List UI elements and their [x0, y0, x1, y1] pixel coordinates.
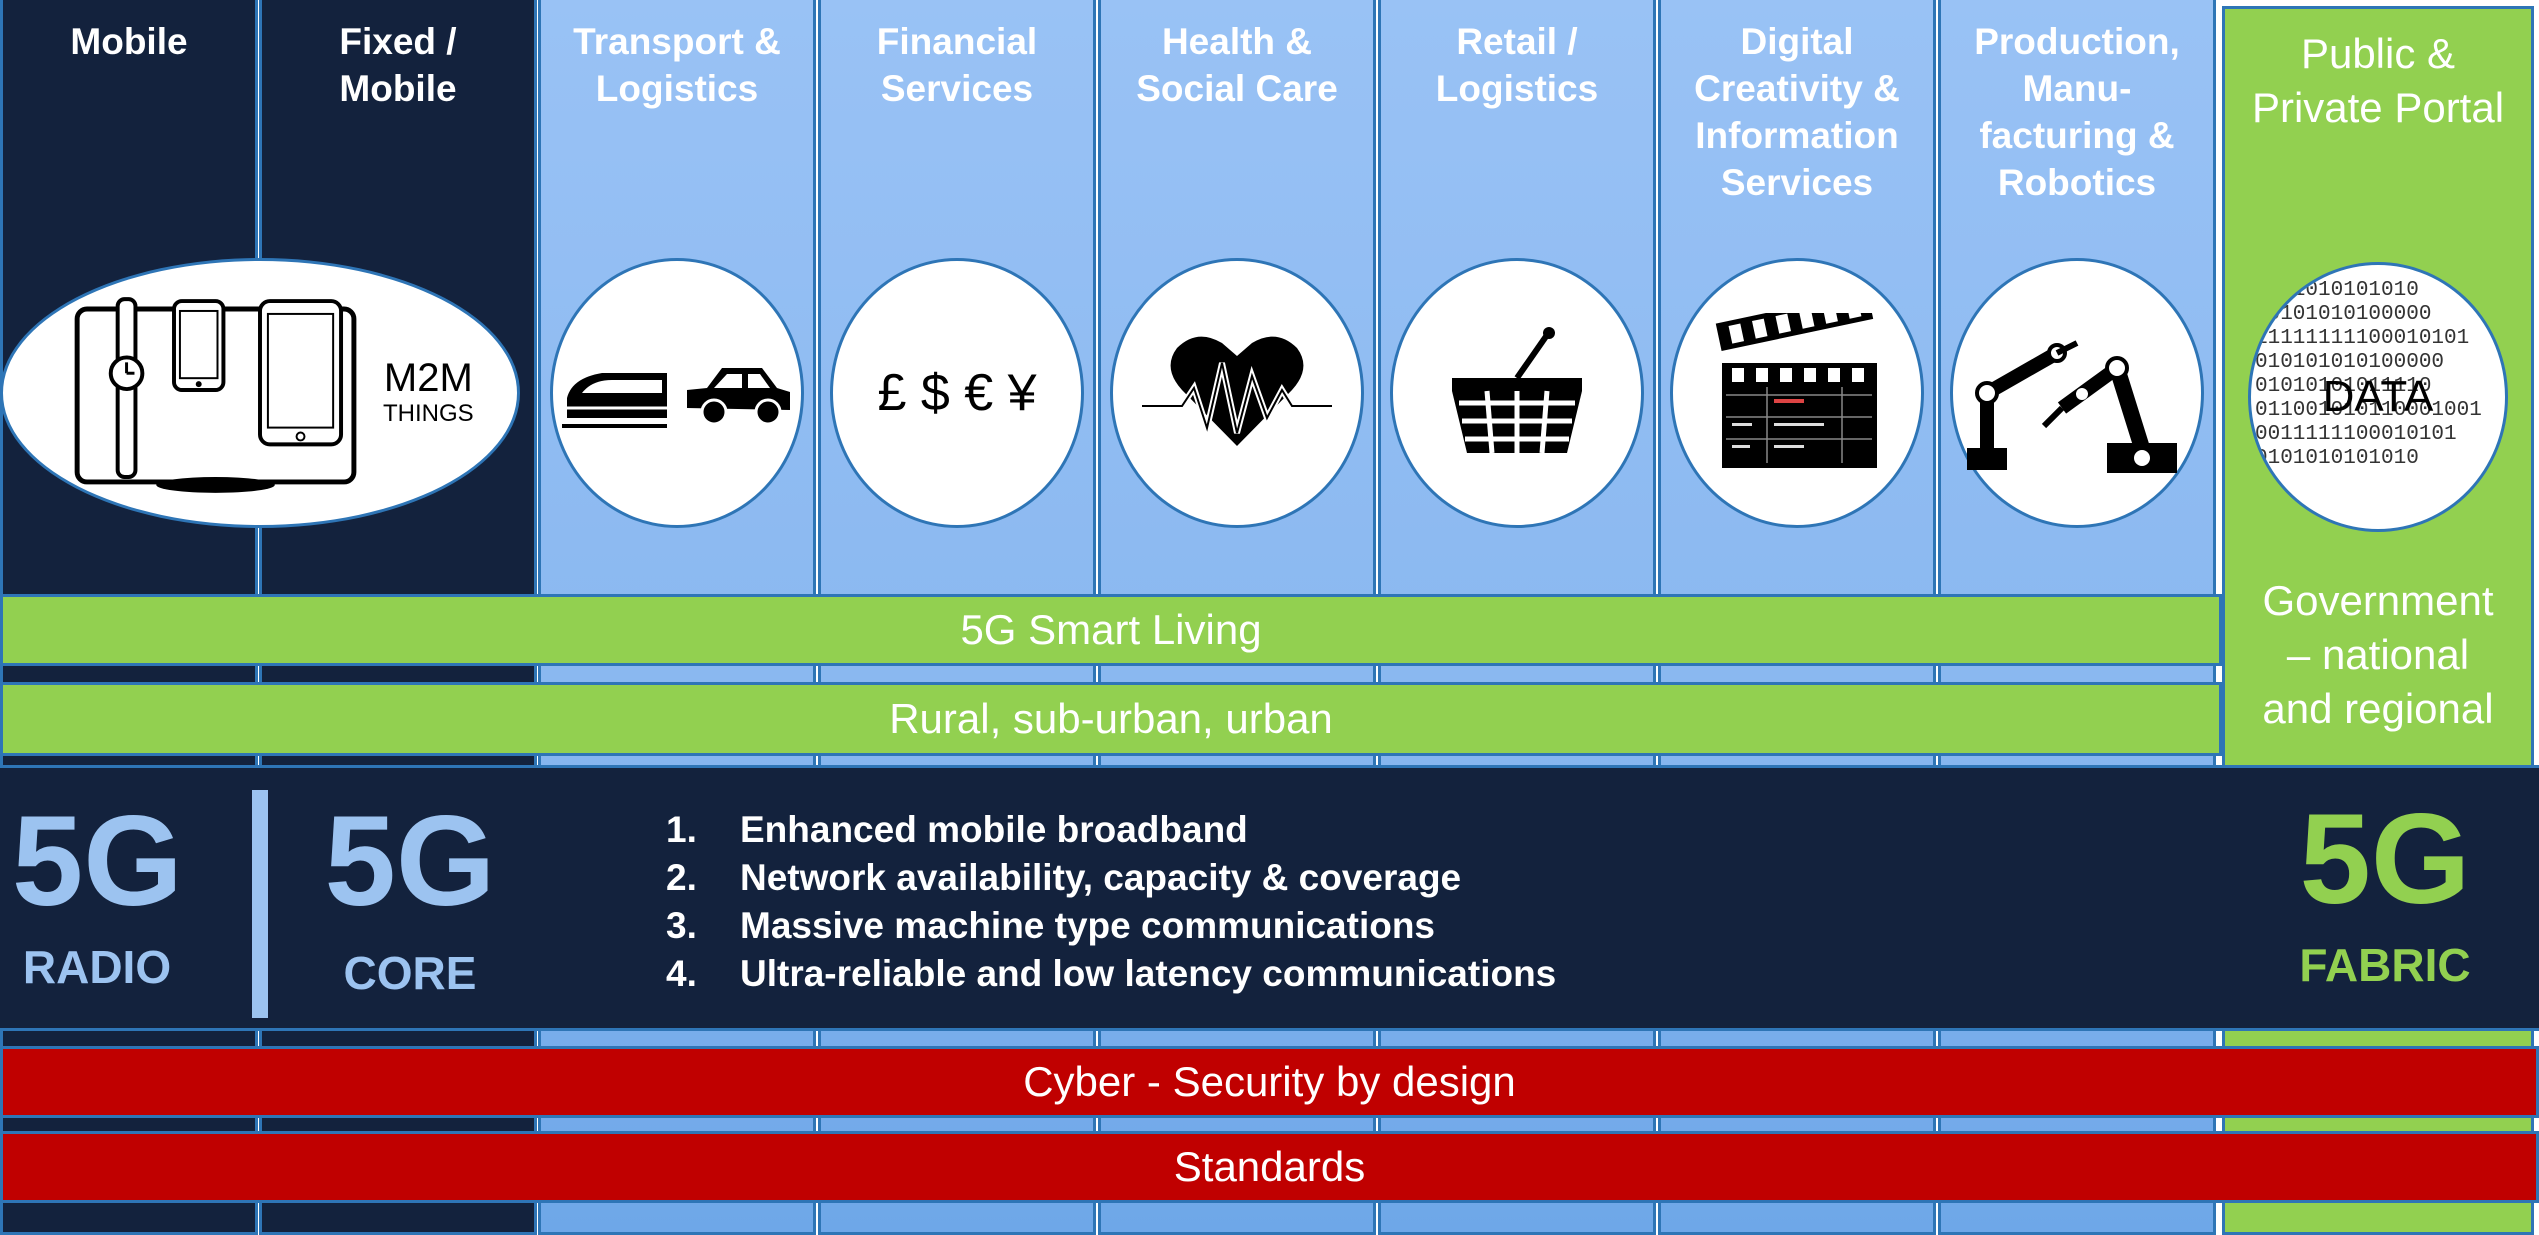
- column-title: Fixed / Mobile: [339, 21, 457, 109]
- rural-label: Rural, sub-urban, urban: [889, 695, 1333, 742]
- data-binary-background: 0101010101010 10101010100000 11111111100…: [2255, 279, 2482, 470]
- column-title: Public & Private Portal: [2251, 30, 2505, 131]
- government-label: Government – national and regional: [2262, 577, 2494, 732]
- 5g-fabric-big: 5G: [2299, 788, 2471, 931]
- 5g-radio-sub: RADIO: [22, 941, 172, 993]
- column-title: Mobile: [70, 21, 188, 62]
- column-title: Digital Creativity & Information Service…: [1694, 21, 1900, 203]
- cyber-security-bar: Cyber - Security by design: [0, 1046, 2539, 1118]
- robot-arms-icon: [1967, 340, 2177, 473]
- train-car-icon: [562, 368, 790, 428]
- clapperboard-icon: [1715, 313, 1877, 468]
- 5g-fabric-sub: FABRIC: [2299, 939, 2471, 991]
- 5g-core-sub: CORE: [343, 947, 477, 999]
- 5g-radio-big: 5G: [12, 790, 183, 933]
- shopping-basket-icon: [1452, 327, 1582, 454]
- 5g-band: 5G RADIO 5G CORE 1.Enhanced mobile broad…: [0, 765, 2539, 1031]
- list-item: 3.Massive machine type communications: [666, 905, 1436, 946]
- list-item: 1.Enhanced mobile broadband: [666, 809, 1248, 850]
- smart-living-bar: 5G Smart Living: [0, 594, 2222, 666]
- transport-circle: [550, 258, 804, 528]
- heart-pulse-icon: [1142, 336, 1332, 446]
- 5g-fabric: 5G FABRIC: [2290, 796, 2480, 992]
- list-item: 2.Network availability, capacity & cover…: [666, 857, 1462, 898]
- column-title: Production, Manu- facturing & Robotics: [1974, 21, 2180, 203]
- capability-list: 1.Enhanced mobile broadband 2.Network av…: [666, 806, 1556, 998]
- smart-living-label: 5G Smart Living: [960, 606, 1262, 653]
- things-label: THINGS: [383, 400, 474, 427]
- devices-icon: [74, 297, 357, 493]
- column-title: Health & Social Care: [1136, 21, 1338, 109]
- 5g-core: 5G CORE: [320, 798, 500, 1000]
- list-item: 4.Ultra-reliable and low latency communi…: [666, 953, 1557, 994]
- currency-icon: £ $ € ¥: [877, 364, 1037, 422]
- m2m-label: M2M: [383, 356, 473, 400]
- column-title: Transport & Logistics: [573, 21, 781, 109]
- 5g-core-big: 5G: [324, 790, 496, 933]
- production-circle: [1950, 258, 2204, 528]
- retail-circle: [1390, 258, 1644, 528]
- rural-bar: Rural, sub-urban, urban: [0, 682, 2222, 756]
- standards-label: Standards: [1173, 1143, 1366, 1190]
- cyber-security-label: Cyber - Security by design: [1023, 1058, 1516, 1105]
- column-title: Retail / Logistics: [1435, 21, 1599, 109]
- data-circle: 0101010101010 10101010100000 11111111100…: [2248, 262, 2508, 532]
- financial-circle: £ $ € ¥: [830, 258, 1084, 528]
- m2m-oval: M2M THINGS: [0, 258, 520, 528]
- digital-circle: [1670, 258, 1924, 528]
- health-circle: [1110, 258, 1364, 528]
- radio-core-divider: [252, 790, 268, 1018]
- data-label: DATA: [2322, 372, 2434, 421]
- column-title: Financial Services: [876, 21, 1038, 109]
- standards-bar: Standards: [0, 1131, 2539, 1203]
- 5g-radio: 5G RADIO: [12, 790, 183, 994]
